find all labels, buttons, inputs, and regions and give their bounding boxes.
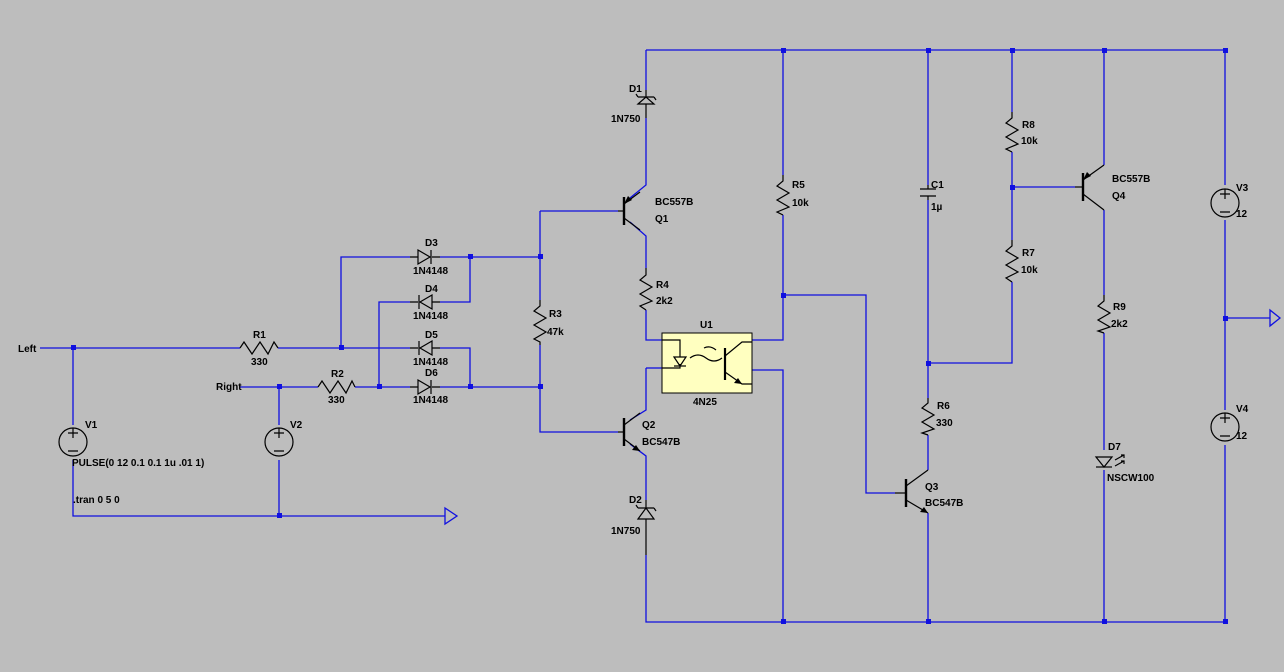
transistor-q3[interactable]: Q3 BC547B xyxy=(895,469,963,514)
net-label-left: Left xyxy=(18,344,37,355)
diode-d4[interactable]: D4 1N4148 xyxy=(410,284,448,322)
resistor-r4[interactable]: R4 2k2 xyxy=(638,268,673,311)
resistor-r1[interactable]: R1 330 xyxy=(239,330,279,368)
r2-ref: R2 xyxy=(331,369,344,380)
v4-value: 12 xyxy=(1236,431,1248,442)
capacitor-c1[interactable]: C1 1µ xyxy=(920,180,944,213)
zener-diode-d1[interactable]: D1 1N750 xyxy=(611,84,657,125)
spice-directive-tran[interactable]: .tran 0 5 0 xyxy=(73,495,120,506)
r1-value: 330 xyxy=(251,357,268,368)
r9-value: 2k2 xyxy=(1111,319,1128,330)
transistor-q1[interactable]: BC557B Q1 xyxy=(618,191,693,231)
q2-value: BC547B xyxy=(642,437,680,448)
junctions xyxy=(71,48,1228,624)
d3-ref: D3 xyxy=(425,238,438,249)
r7-value: 10k xyxy=(1021,265,1038,276)
r6-ref: R6 xyxy=(937,401,950,412)
d6-value: 1N4148 xyxy=(413,395,448,406)
resistor-r6[interactable]: R6 330 xyxy=(920,398,953,436)
resistor-r8[interactable]: R8 10k xyxy=(1004,112,1038,153)
c1-ref: C1 xyxy=(931,180,944,191)
resistor-r3[interactable]: R3 47k xyxy=(532,300,564,345)
zener-diode-d2[interactable]: D2 1N750 xyxy=(611,495,657,555)
net-label-right: Right xyxy=(216,382,242,393)
d1-value: 1N750 xyxy=(611,114,641,125)
r3-value: 47k xyxy=(547,327,564,338)
q4-ref: Q4 xyxy=(1112,191,1126,202)
diode-d5[interactable]: D5 1N4148 xyxy=(410,330,448,368)
r2-value: 330 xyxy=(328,395,345,406)
d4-ref: D4 xyxy=(425,284,438,295)
r8-ref: R8 xyxy=(1022,120,1035,131)
v3-ref: V3 xyxy=(1236,183,1249,194)
u1-ref: U1 xyxy=(700,320,713,331)
v1-value: PULSE(0 12 0.1 0.1 1u .01 1) xyxy=(72,458,204,469)
resistor-r9[interactable]: R9 2k2 xyxy=(1096,295,1128,334)
r8-value: 10k xyxy=(1021,136,1038,147)
d3-value: 1N4148 xyxy=(413,266,448,277)
ground-symbols xyxy=(444,308,1282,526)
r5-value: 10k xyxy=(792,198,809,209)
r4-ref: R4 xyxy=(656,280,669,291)
u1-value: 4N25 xyxy=(693,397,717,408)
voltage-source-v3[interactable]: V3 12 xyxy=(1210,183,1249,220)
d1-ref: D1 xyxy=(629,84,642,95)
ground-arrow-left xyxy=(444,506,459,526)
d4-value: 1N4148 xyxy=(413,311,448,322)
d6-ref: D6 xyxy=(425,368,438,379)
q3-value: BC547B xyxy=(925,498,963,509)
v3-value: 12 xyxy=(1236,209,1248,220)
r9-ref: R9 xyxy=(1113,302,1126,313)
d7-ref: D7 xyxy=(1108,442,1121,453)
v4-ref: V4 xyxy=(1236,404,1249,415)
q1-value: BC557B xyxy=(655,197,693,208)
voltage-source-v1[interactable]: V1 PULSE(0 12 0.1 0.1 1u .01 1) xyxy=(58,420,204,469)
resistor-r7[interactable]: R7 10k xyxy=(1004,240,1038,283)
wires xyxy=(40,49,1270,623)
c1-value: 1µ xyxy=(931,202,943,213)
d2-value: 1N750 xyxy=(611,526,641,537)
r7-ref: R7 xyxy=(1022,248,1035,259)
d5-ref: D5 xyxy=(425,330,438,341)
transistor-q2[interactable]: Q2 BC547B xyxy=(618,412,680,452)
optocoupler-u1[interactable]: U1 4N25 xyxy=(661,320,753,408)
d5-value: 1N4148 xyxy=(413,357,448,368)
v2-ref: V2 xyxy=(290,420,303,431)
output-arrow-right xyxy=(1269,308,1282,328)
q2-ref: Q2 xyxy=(642,420,656,431)
r6-value: 330 xyxy=(936,418,953,429)
q3-ref: Q3 xyxy=(925,482,939,493)
q1-ref: Q1 xyxy=(655,214,669,225)
led-d7[interactable]: D7 NSCW100 xyxy=(1094,442,1155,484)
voltage-source-v2[interactable]: V2 xyxy=(264,420,303,457)
resistor-r2[interactable]: R2 330 xyxy=(317,369,356,406)
voltage-source-v4[interactable]: V4 12 xyxy=(1210,404,1249,442)
resistor-r5[interactable]: R5 10k xyxy=(775,175,809,216)
d2-ref: D2 xyxy=(629,495,642,506)
q4-value: BC557B xyxy=(1112,174,1150,185)
r1-ref: R1 xyxy=(253,330,266,341)
r5-ref: R5 xyxy=(792,180,805,191)
diode-d6[interactable]: D6 1N4148 xyxy=(410,368,448,406)
diode-d3[interactable]: D3 1N4148 xyxy=(410,238,448,277)
v1-ref: V1 xyxy=(85,420,98,431)
transistor-q4[interactable]: BC557B Q4 xyxy=(1075,164,1150,211)
r3-ref: R3 xyxy=(549,309,562,320)
d7-value: NSCW100 xyxy=(1107,473,1155,484)
r4-value: 2k2 xyxy=(656,296,673,307)
